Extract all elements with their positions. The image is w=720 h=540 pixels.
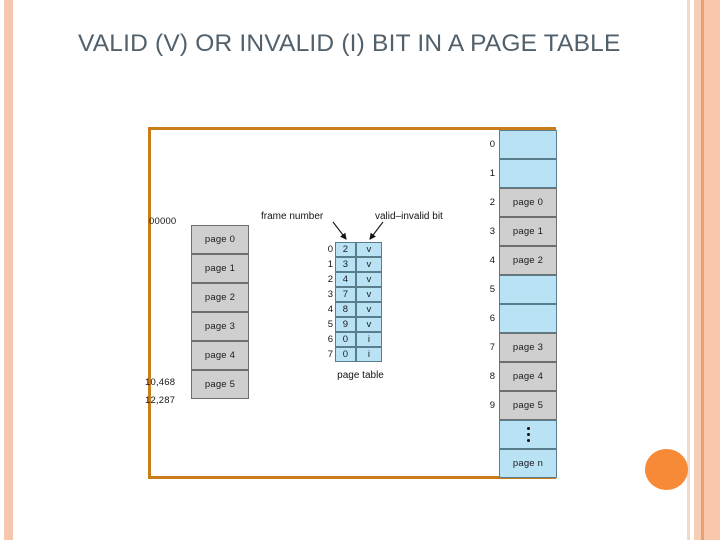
figure-frame: 00000 10,468 12,287 page 0 page 1 page 2… [145,127,557,479]
frame-index: 1 [489,168,495,179]
page-table-valid: i [356,347,382,362]
frame-index: 9 [489,400,495,411]
right-border-stripe-1 [687,0,690,540]
page-table-index: 7 [327,349,333,360]
page-table-index: 6 [327,334,333,345]
dot [526,427,530,430]
physical-frame-row [499,130,557,159]
callout-arrows-icon [332,221,384,240]
right-border-stripe-4 [704,0,720,540]
figure-canvas: 00000 10,468 12,287 page 0 page 1 page 2… [145,130,557,478]
decorative-orange-circle [645,449,688,490]
page-table-index: 2 [327,274,333,285]
logical-address-bottom: 12,287 [145,395,176,406]
physical-frame-last-label: page n [512,458,544,469]
logical-page-row: page 2 [191,283,249,312]
page-table-valid: i [356,332,382,347]
page-title: VALID (V) OR INVALID (I) BIT IN A PAGE T… [78,30,621,57]
logical-page-row: page 5 [191,370,249,399]
right-border-stripe-2 [694,0,701,540]
frame-index: 3 [489,226,495,237]
frame-index: 4 [489,255,495,266]
page-table-index: 1 [327,259,333,270]
dot [526,433,530,436]
physical-frame-row-last: page n [499,449,557,478]
page-table-frame: 9 [335,317,356,332]
page-table-frame: 7 [335,287,356,302]
frame-index: 2 [489,197,495,208]
frame-index: 8 [489,371,495,382]
vertical-ellipsis-icon [499,420,557,449]
logical-address-top: 00000 [149,216,177,227]
page-table-valid: v [356,257,382,272]
page-table-index: 5 [327,319,333,330]
physical-frame-row [499,159,557,188]
valid-invalid-bit-label: valid–invalid bit [375,211,443,222]
physical-frame-row: page 4 [499,362,557,391]
page-table-caption: page table [337,370,384,381]
left-border-stripe [4,0,13,540]
page-table-frame: 0 [335,347,356,362]
page-table-valid: v [356,302,382,317]
logical-page-row: page 1 [191,254,249,283]
physical-frame-row: page 3 [499,333,557,362]
physical-frame-row [499,275,557,304]
page-table-frame: 8 [335,302,356,317]
page-table-valid: v [356,242,382,257]
physical-frame-row: page 1 [499,217,557,246]
page-table-valid: v [356,272,382,287]
page-table-index: 4 [327,304,333,315]
frame-index: 6 [489,313,495,324]
page-table-index: 0 [327,244,333,255]
page-table-frame: 3 [335,257,356,272]
dot [526,439,530,442]
physical-frame-row: page 2 [499,246,557,275]
physical-frame-row [499,304,557,333]
logical-address-mid: 10,468 [145,377,176,388]
frame-index: 7 [489,342,495,353]
page-table-valid: v [356,287,382,302]
page-table-frame: 4 [335,272,356,287]
page-table-index: 3 [327,289,333,300]
frame-index: 0 [489,139,495,150]
right-border-stripe-3 [701,0,704,540]
frame-number-label: frame number [261,211,324,222]
physical-frame-row: page 0 [499,188,557,217]
logical-page-row: page 4 [191,341,249,370]
logical-page-row: page 0 [191,225,249,254]
page-table-valid: v [356,317,382,332]
frame-index: 5 [489,284,495,295]
physical-frame-row: page 5 [499,391,557,420]
page-table-frame: 0 [335,332,356,347]
logical-page-row: page 3 [191,312,249,341]
page-table-frame: 2 [335,242,356,257]
